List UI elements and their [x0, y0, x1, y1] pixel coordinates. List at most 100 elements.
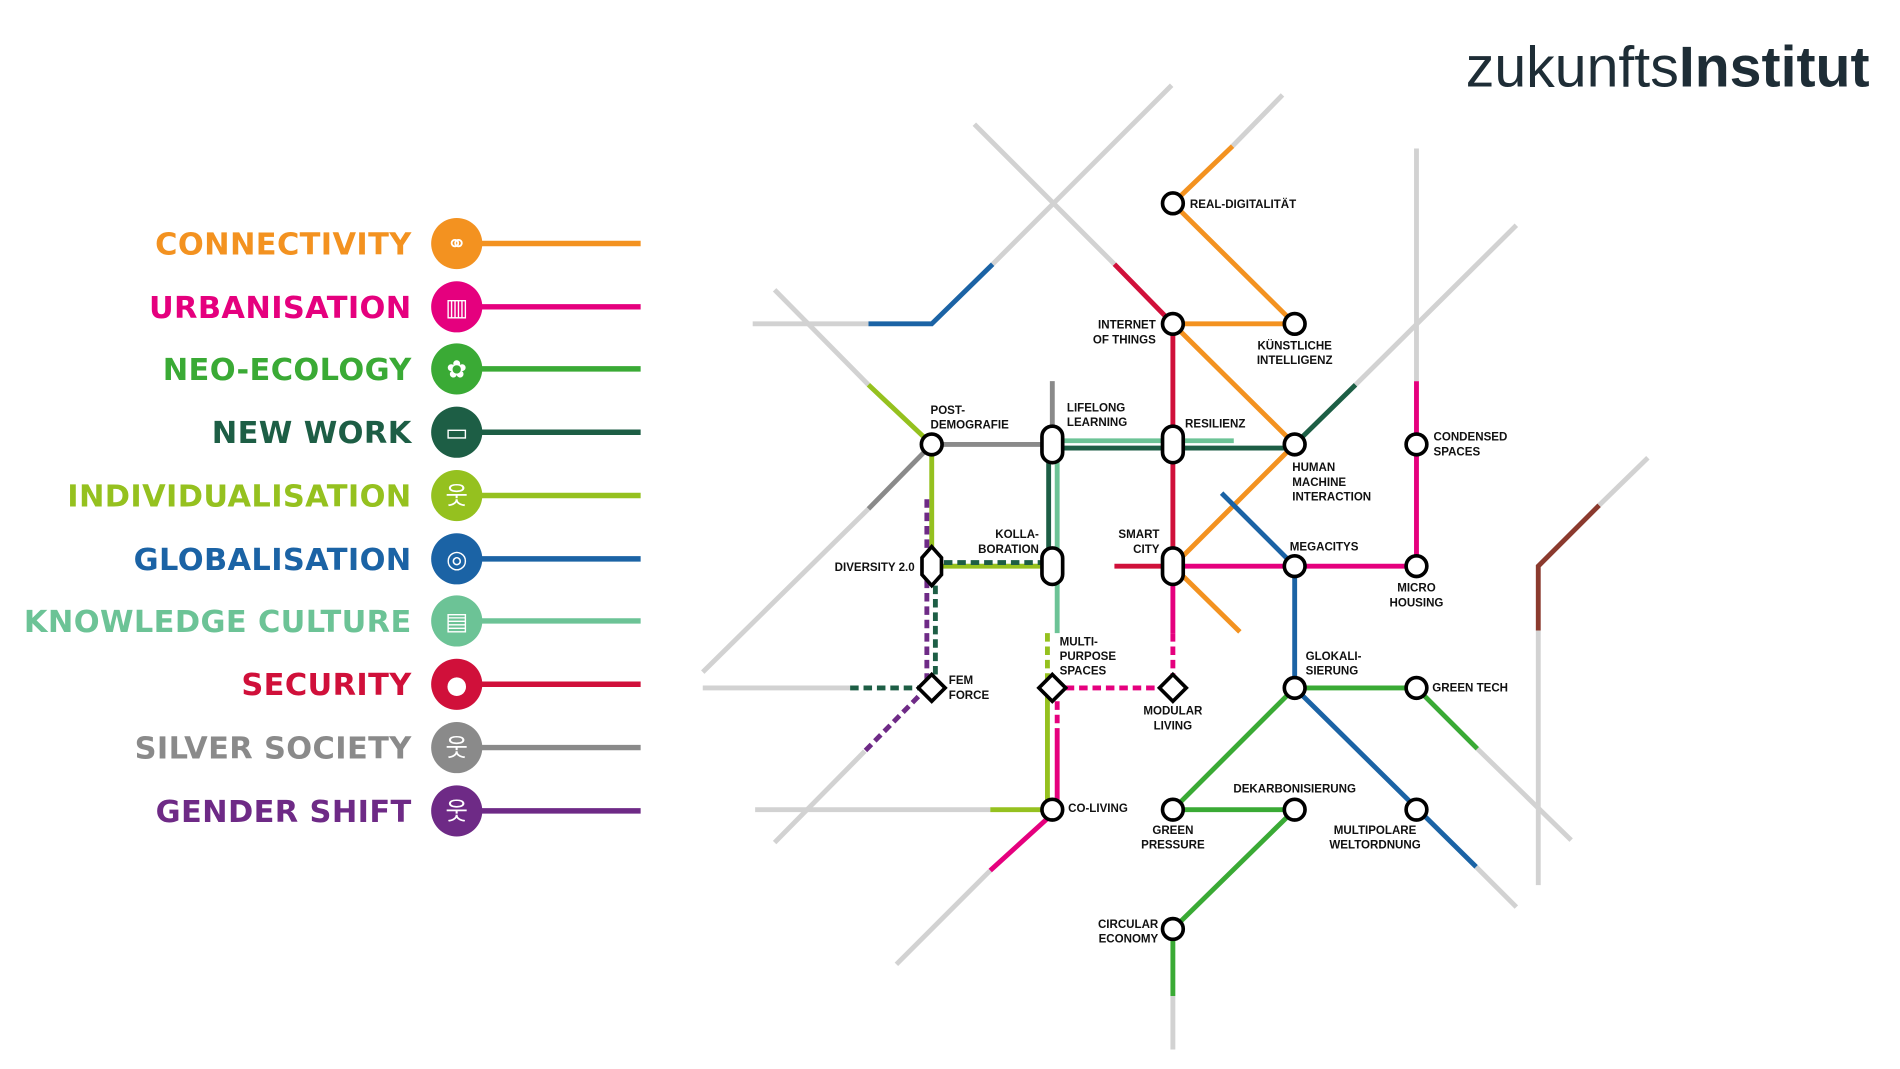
line-segment	[772, 749, 867, 845]
buildings-icon: ▥	[431, 281, 483, 333]
logo-part1: zukunfts	[1466, 35, 1679, 99]
legend-item-new-work: NEW WORK▭	[212, 406, 641, 458]
station-label: DIVERSITY 2.0	[835, 562, 915, 574]
station-label: GLOKALI-	[1306, 651, 1362, 663]
legend-label: SILVER SOCIETY	[135, 732, 413, 767]
station-label: HOUSING	[1390, 597, 1444, 609]
station-diversity-2-0[interactable]: DIVERSITY 2.0	[835, 543, 944, 589]
station-label: INTERNET	[1098, 320, 1156, 332]
station-internet-of-things[interactable]: INTERNET OF THINGS	[1093, 311, 1186, 347]
legend-label: NEO-ECOLOGY	[163, 353, 413, 388]
station-marker	[1160, 916, 1186, 942]
station-label: MEGACITYS	[1290, 541, 1359, 553]
station-label: REAL-DIGITALITÄT	[1190, 198, 1296, 211]
station-marker	[1156, 671, 1189, 704]
logo-part2: Institut	[1679, 35, 1870, 99]
line-segment	[772, 288, 871, 387]
line-segment	[1535, 503, 1601, 631]
line-segment	[1169, 322, 1299, 634]
line-segment	[972, 122, 1117, 266]
legend-label: SECURITY	[241, 668, 412, 703]
elderly-person-icon: 웃	[431, 722, 483, 774]
line-segment	[866, 442, 934, 511]
station-label: OF THINGS	[1093, 334, 1156, 346]
station-marker	[1160, 311, 1186, 337]
legend-label: GLOBALISATION	[134, 543, 412, 578]
line-segment	[1112, 262, 1175, 326]
station-kolla-boration[interactable]: KOLLA-BORATION	[978, 529, 1065, 587]
svg-text:✿: ✿	[447, 354, 467, 383]
legend-item-knowledge-culture: KNOWLEDGE CULTURE▤	[24, 595, 641, 647]
station-marker	[920, 543, 944, 589]
station-marker	[1404, 432, 1429, 457]
station-lifelong-learning[interactable]: LIFELONG LEARNING	[1040, 403, 1127, 465]
station-label: POST-	[931, 405, 966, 417]
stations: REAL-DIGITALITÄT INTERNET OF THINGS KÜNSTLI…	[835, 191, 1508, 946]
zukunftsinstitut-logo: zukunftsInstitut	[1466, 35, 1870, 99]
station-label: HUMAN	[1292, 462, 1335, 474]
station-marker	[1040, 424, 1065, 465]
globe-icon: ◎	[431, 533, 483, 585]
station-marker	[1036, 671, 1069, 704]
station-marker	[1282, 675, 1307, 701]
station-co-living[interactable]: CO-LIVING	[1040, 797, 1128, 822]
network-icon: ⚭	[431, 217, 483, 270]
line-segment	[990, 83, 1174, 266]
station-label: INTELLIGENZ	[1257, 355, 1333, 367]
station-green-pressure[interactable]: GREEN PRESSURE	[1141, 797, 1205, 852]
svg-text:zukunftsInstitut: zukunftsInstitut	[1466, 35, 1870, 99]
line-segment	[1292, 383, 1358, 447]
station-marker	[919, 432, 944, 457]
plant-icon: ✿	[431, 343, 483, 395]
svg-text:▤: ▤	[445, 606, 468, 635]
station-marker	[915, 671, 948, 704]
station-label: KOLLA-	[995, 529, 1039, 541]
line-segment	[1597, 456, 1650, 508]
station-marker	[1282, 432, 1307, 457]
station-label: CO-LIVING	[1068, 803, 1128, 815]
legend-label: CONNECTIVITY	[155, 227, 412, 262]
station-glokali-sierung[interactable]: GLOKALI- SIERUNG	[1282, 651, 1362, 701]
station-label: LIVING	[1154, 720, 1193, 732]
legend-label: INDIVIDUALISATION	[67, 480, 411, 515]
station-marker	[1160, 424, 1186, 465]
line-segment	[866, 382, 1053, 569]
station-label: GREEN	[1152, 825, 1193, 837]
legend-item-urbanisation: URBANISATION▥	[149, 281, 641, 333]
station-label: MACHINE	[1292, 477, 1346, 489]
station-künstliche-intelligenz[interactable]: KÜNSTLICHE INTELLIGENZ	[1257, 311, 1333, 368]
station-green-tech[interactable]: GREEN TECH	[1404, 675, 1508, 701]
station-label: PURPOSE	[1060, 651, 1117, 663]
station-label: KÜNSTLICHE	[1257, 339, 1332, 352]
station-marker	[1282, 553, 1307, 579]
station-label: GREEN TECH	[1432, 683, 1508, 695]
station-resilienz[interactable]: RESILIENZ	[1160, 418, 1246, 465]
svg-text:▭: ▭	[445, 418, 468, 447]
line-segment	[1219, 491, 1478, 869]
station-marker	[1160, 546, 1186, 587]
station-label: LIFELONG	[1067, 403, 1125, 415]
station-dekarbonisierung[interactable]: DEKARBONISIERUNG	[1233, 784, 1356, 822]
laptop-icon: ▭	[431, 406, 483, 458]
station-label: MULTI-	[1060, 636, 1098, 648]
station-label: PRESSURE	[1141, 840, 1205, 852]
station-marker	[1404, 675, 1429, 701]
station-label: LEARNING	[1067, 417, 1127, 429]
legend-item-silver-society: SILVER SOCIETY 웃	[135, 722, 641, 774]
station-label: SIERUNG	[1306, 666, 1359, 678]
line-segment	[1474, 865, 1519, 909]
station-megacitys[interactable]: MEGACITYS	[1282, 541, 1359, 579]
station-post-demografie[interactable]: POST-DEMOGRAFIE	[919, 405, 1009, 457]
station-real-digitalität[interactable]: REAL-DIGITALITÄT	[1160, 191, 1297, 216]
